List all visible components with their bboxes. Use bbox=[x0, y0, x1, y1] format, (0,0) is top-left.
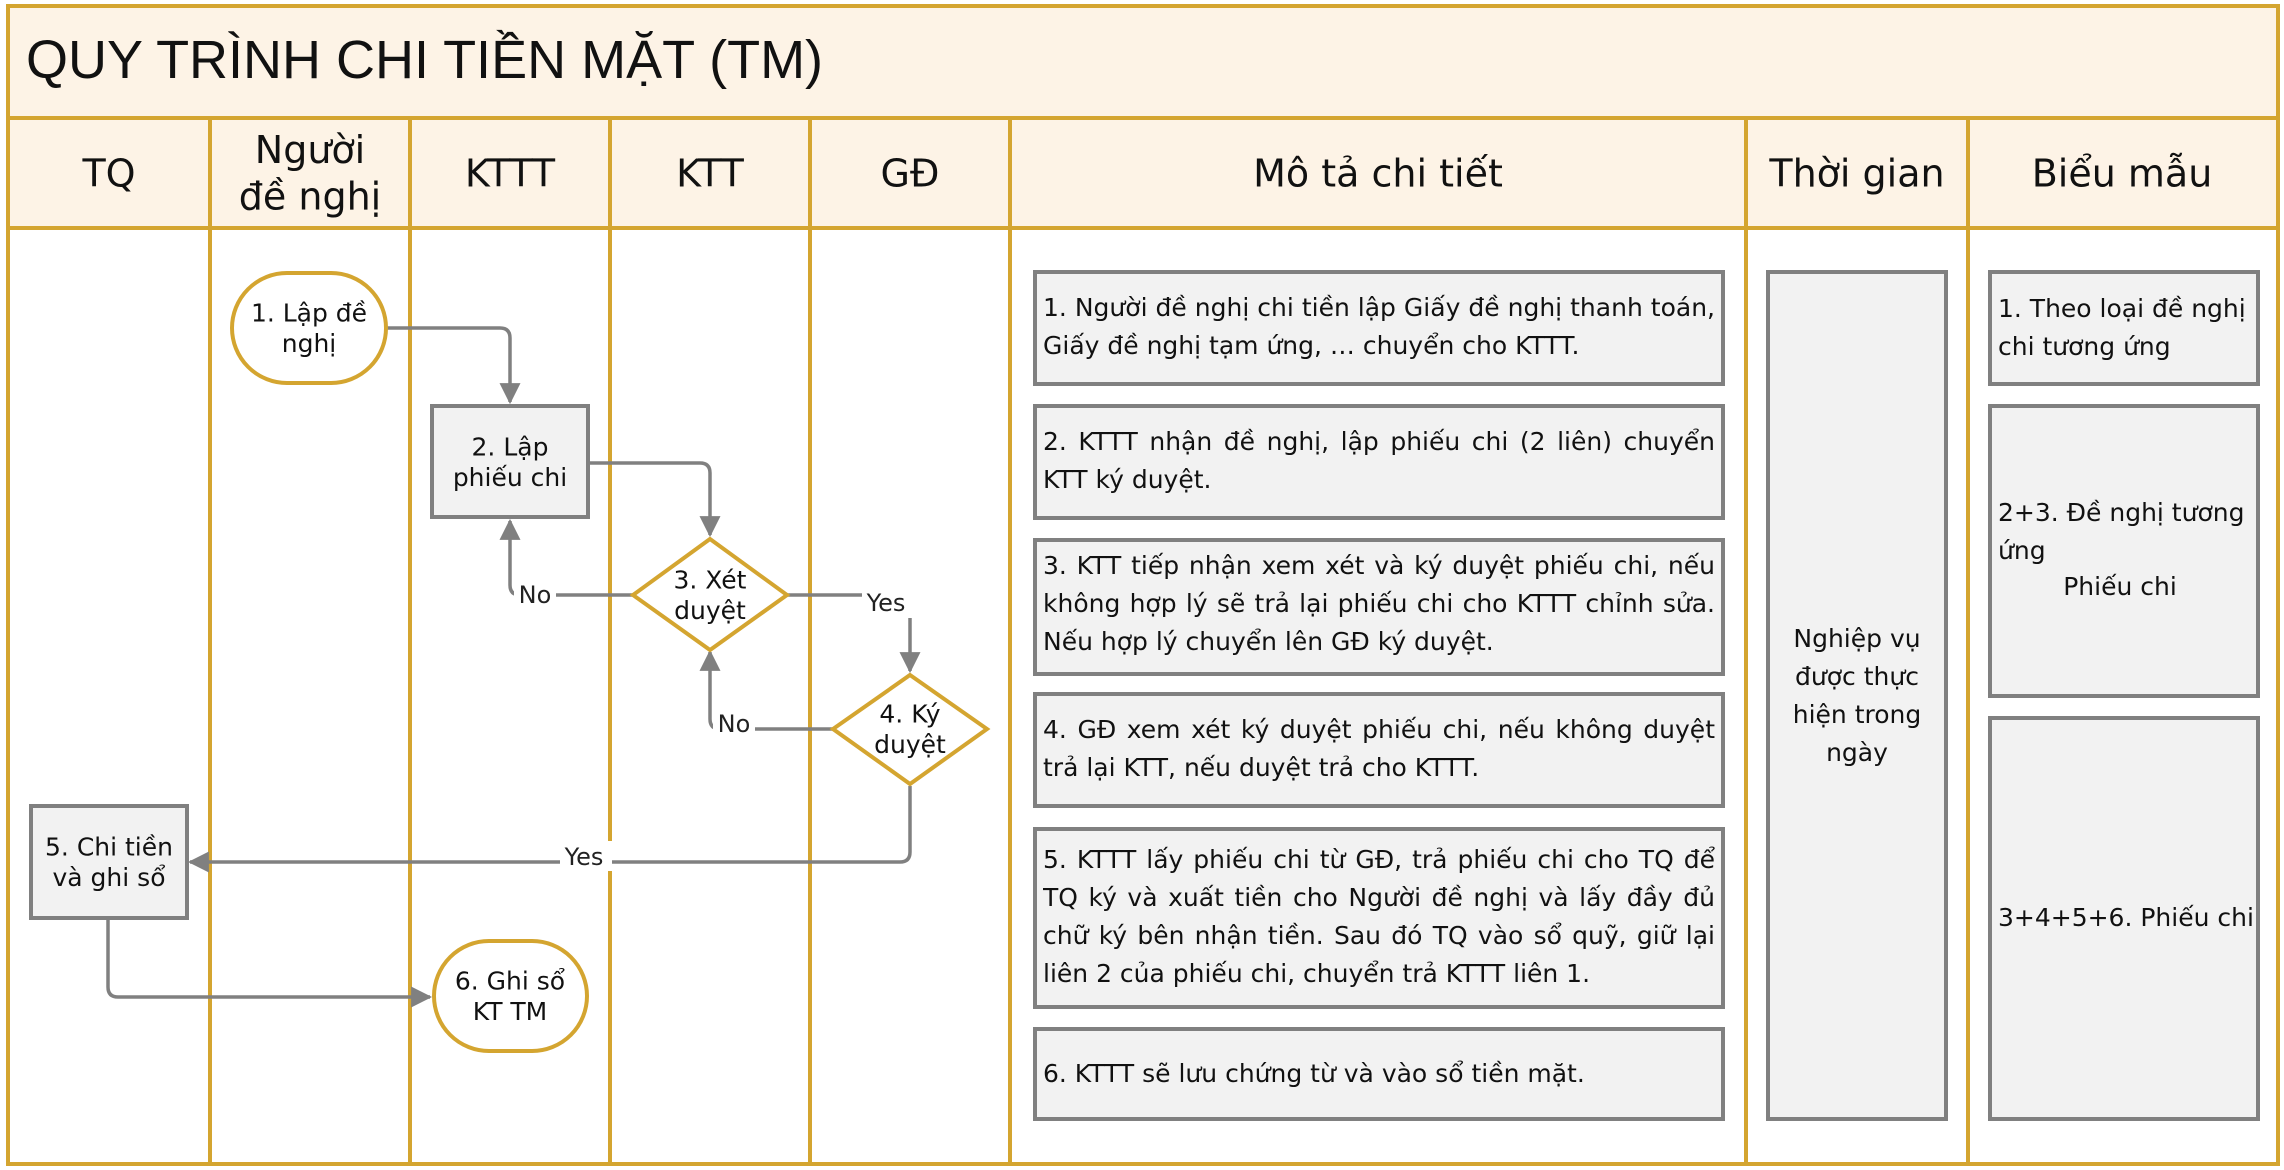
edge-label-background bbox=[514, 580, 556, 610]
form-box bbox=[1988, 270, 2260, 386]
description-box bbox=[1033, 827, 1725, 1009]
connector-1-to-2 bbox=[386, 326, 521, 405]
description-box bbox=[1033, 1027, 1725, 1121]
form-box bbox=[1988, 716, 2260, 1121]
node-5-chi-tien bbox=[29, 804, 189, 920]
connector-4-to-5 bbox=[187, 786, 912, 873]
column-header-time: Thời gian bbox=[1768, 151, 1944, 195]
description-2: 2. KTTT nhận đề nghị, lập phiếu chi (2 l… bbox=[1043, 427, 1715, 494]
connector-5-to-6 bbox=[106, 918, 433, 1008]
description-1: 1. Người đề nghị chi tiền lập Giấy đề ng… bbox=[1043, 293, 1715, 360]
edge-label-background bbox=[560, 841, 612, 871]
title-band bbox=[6, 4, 2280, 120]
form-3: 3+4+5+6. Phiếu chi bbox=[1998, 903, 2254, 932]
column-header-description: Mô tả chi tiết bbox=[1253, 151, 1503, 195]
description-box bbox=[1033, 692, 1725, 808]
edge-label-no: No bbox=[519, 581, 552, 609]
description-box bbox=[1033, 404, 1725, 520]
node-1-lap-de-nghi bbox=[230, 271, 388, 385]
edge-label-background bbox=[862, 588, 914, 618]
description-6: 6. KTTT sẽ lưu chứng từ và vào sổ tiền m… bbox=[1043, 1059, 1585, 1088]
form-1: 1. Theo loại đề nghị chi tương ứng bbox=[1998, 294, 2246, 361]
time-note: Nghiệp vụ được thực hiện trong ngày bbox=[1792, 623, 1922, 767]
lane-header-gd: GĐ bbox=[881, 151, 940, 195]
description-box bbox=[1033, 538, 1725, 676]
form-2-phieu-chi: Phiếu chi bbox=[2063, 572, 2177, 601]
node-3-xet-duyet bbox=[629, 536, 791, 653]
node-4-ky-duyet bbox=[829, 672, 991, 787]
edge-label-background bbox=[713, 708, 755, 738]
connector-2-to-3 bbox=[588, 461, 721, 538]
header-band bbox=[6, 116, 2280, 230]
node-2-lap-phieu-chi bbox=[430, 404, 590, 519]
description-3: 3. KTT tiếp nhận xem xét và ký duyệt phi… bbox=[1043, 551, 1715, 656]
time-box bbox=[1766, 270, 1948, 1121]
lane-header-tq: TQ bbox=[81, 151, 135, 195]
description-5: 5. KTTT lấy phiếu chi từ GĐ, trả phiếu c… bbox=[1043, 845, 1715, 988]
form-box bbox=[1988, 404, 2260, 698]
page-title: QUY TRÌNH CHI TIỀN MẶT (TM) bbox=[26, 30, 823, 90]
column-header-forms: Biểu mẫu bbox=[2032, 151, 2213, 195]
edge-label-yes: Yes bbox=[866, 589, 906, 617]
form-2: 2+3. Đề nghị tương ứng bbox=[1998, 498, 2245, 565]
lane-header-ktt: KTT bbox=[676, 151, 745, 195]
edge-label-yes: Yes bbox=[564, 843, 604, 871]
description-box bbox=[1033, 270, 1725, 386]
node-6-ghi-so bbox=[432, 939, 589, 1053]
description-4: 4. GĐ xem xét ký duyệt phiếu chi, nếu kh… bbox=[1043, 715, 1715, 782]
edge-label-no: No bbox=[718, 710, 751, 738]
lane-header-kttt: KTTT bbox=[465, 151, 556, 195]
